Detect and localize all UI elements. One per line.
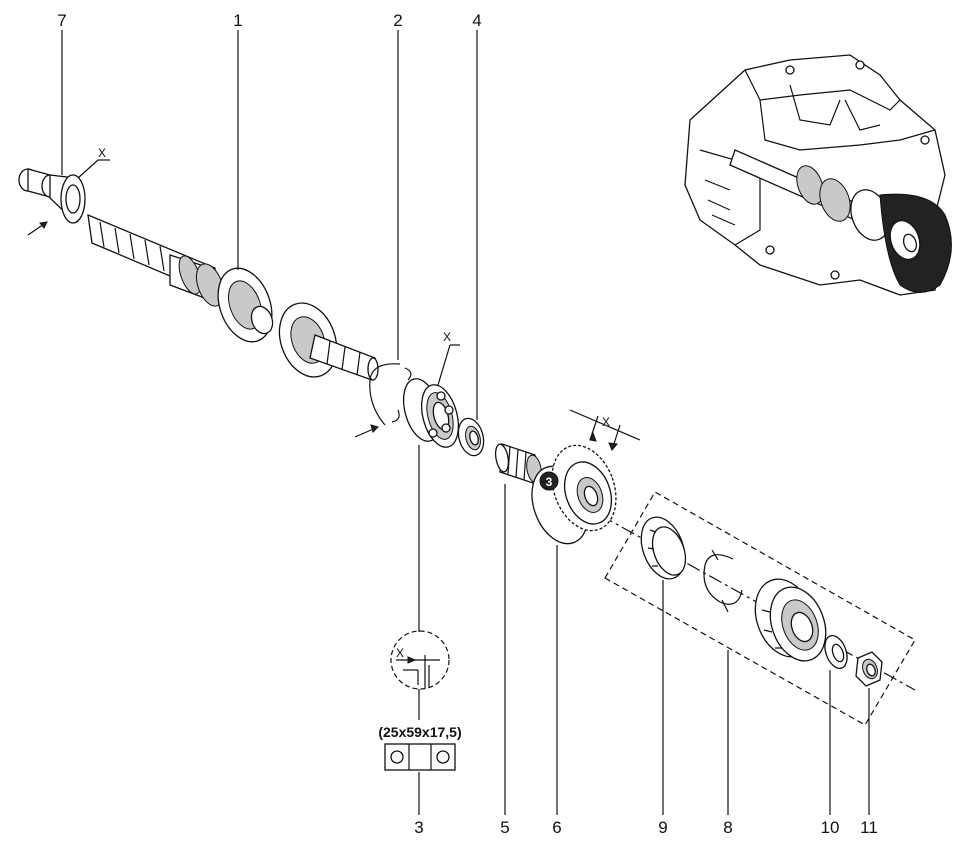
part-3-ball-bearing xyxy=(402,344,460,448)
callout-7: 7 xyxy=(57,11,66,30)
x-label-bearing: X xyxy=(443,330,451,344)
part-9-synchro-ring xyxy=(640,516,687,580)
part-1-main-shaft xyxy=(87,213,379,381)
callout-6: 6 xyxy=(552,818,561,837)
x-label-gear: X xyxy=(602,415,610,429)
callout-2: 2 xyxy=(393,11,402,30)
callout-1: 1 xyxy=(233,11,242,30)
part-4-thrust-washer xyxy=(457,417,485,457)
x-label-detail: X xyxy=(396,646,404,660)
part-6-gear: 3 xyxy=(531,409,641,545)
gear-badge: 3 xyxy=(546,475,553,489)
bearing-section-symbol xyxy=(384,743,456,771)
callout-10: 10 xyxy=(821,818,840,837)
callout-9: 9 xyxy=(658,818,667,837)
part-2-circlip xyxy=(354,363,412,438)
x-label-shaft-end: X xyxy=(98,146,106,160)
part-7-shaft-end-bearing xyxy=(18,159,110,236)
part-11-nut xyxy=(855,651,883,687)
part-8-synchro-hub-sleeve xyxy=(754,578,827,662)
callout-5: 5 xyxy=(500,818,509,837)
leader-lines xyxy=(61,30,870,815)
callout-11: 11 xyxy=(860,818,878,837)
bearing-fit-detail: X xyxy=(390,630,450,690)
synchro-spring-clip xyxy=(703,549,743,613)
bearing-dimensions: (25x59x17,5) xyxy=(378,724,461,740)
callout-3: 3 xyxy=(414,818,423,837)
part-10-washer xyxy=(824,635,848,669)
gearbox-overview-illustration xyxy=(684,54,952,296)
callout-4: 4 xyxy=(472,11,481,30)
callout-8: 8 xyxy=(723,818,732,837)
